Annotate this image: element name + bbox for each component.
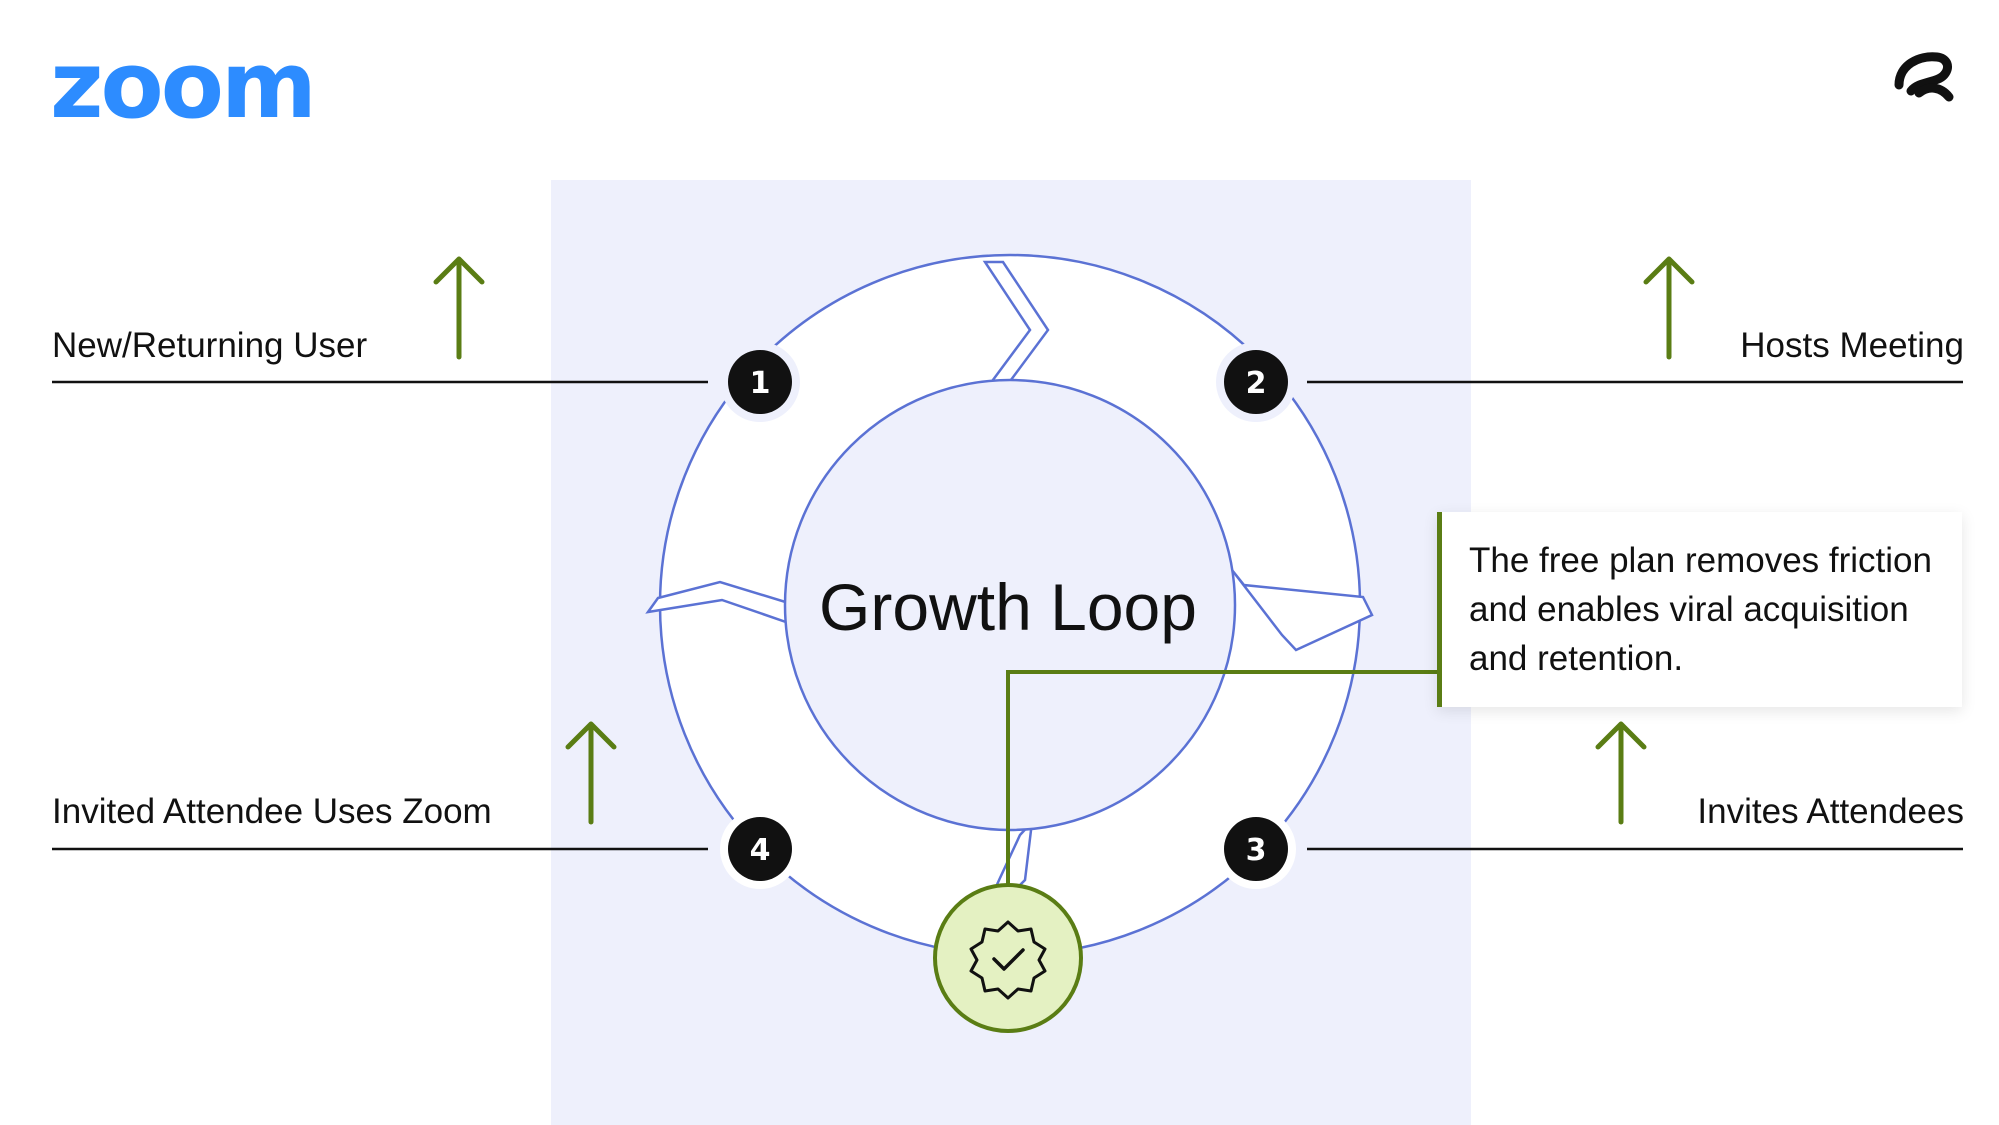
r-monogram-icon: [1894, 52, 1954, 102]
step-number-3: 3: [1246, 833, 1267, 868]
step-marker-2: 2: [1216, 342, 1296, 422]
callout-text: The free plan removes friction and enabl…: [1469, 541, 1932, 678]
trend-arrows: [433, 256, 1695, 825]
verified-badge-icon: [933, 883, 1083, 1033]
callout-box: The free plan removes friction and enabl…: [1437, 512, 1962, 707]
step-marker-4: 4: [720, 809, 800, 889]
step-marker-3: 3: [1216, 809, 1296, 889]
up-arrow-icon: [1595, 721, 1647, 825]
step-number-2: 2: [1246, 366, 1267, 401]
zoom-logo: zoom: [50, 32, 317, 139]
up-arrow-icon: [1643, 256, 1695, 360]
step-label-4: Invited Attendee Uses Zoom: [52, 792, 492, 831]
step-marker-1: 1: [720, 342, 800, 422]
step-label-2: Hosts Meeting: [1740, 326, 1964, 365]
callout-connector: [1006, 670, 1441, 885]
leader-lines: [52, 380, 1963, 851]
up-arrow-icon: [433, 256, 485, 360]
step-number-1: 1: [750, 366, 771, 401]
step-markers: 1 2 3 4: [720, 342, 1296, 889]
up-arrow-icon: [565, 721, 617, 825]
center-title: Growth Loop: [819, 570, 1197, 644]
step-number-4: 4: [750, 833, 771, 868]
step-label-3: Invites Attendees: [1697, 792, 1964, 831]
step-label-1: New/Returning User: [52, 326, 368, 365]
